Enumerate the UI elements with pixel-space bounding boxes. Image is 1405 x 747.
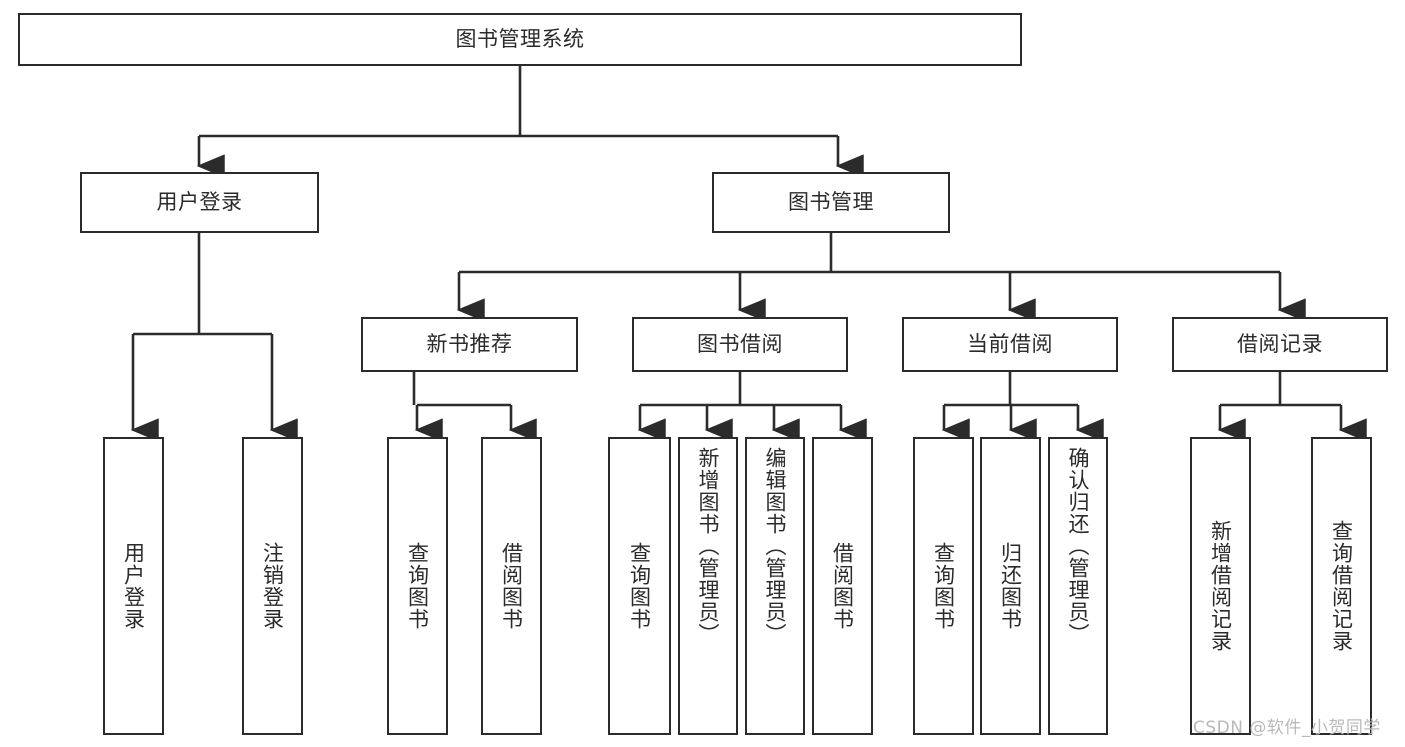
node-book-management-label: 图书管理 (788, 189, 874, 214)
leaf-current-confirm-return[interactable]: 确认归还（管理员） (1048, 437, 1108, 735)
node-borrow-record[interactable]: 借阅记录 (1172, 317, 1388, 372)
leaf-user-login-login-label: 用户登录 (121, 542, 146, 630)
csdn-watermark: CSDN @软件_小贺同学 (1193, 718, 1381, 738)
node-root[interactable]: 图书管理系统 (18, 13, 1022, 66)
node-user-login-label: 用户登录 (156, 189, 243, 214)
leaf-record-query-record[interactable]: 查询借阅记录 (1311, 437, 1372, 735)
leaf-record-add-record-label: 新增借阅记录 (1208, 520, 1233, 652)
leaf-current-query-book[interactable]: 查询图书 (913, 437, 974, 735)
node-root-label: 图书管理系统 (455, 26, 585, 51)
node-new-book-recommend[interactable]: 新书推荐 (361, 317, 578, 372)
leaf-user-login-logout[interactable]: 注销登录 (242, 437, 303, 735)
leaf-current-confirm-return-label: 确认归还（管理员） (1066, 447, 1091, 645)
leaf-new-book-borrow-label: 借阅图书 (499, 542, 524, 630)
node-book-borrow[interactable]: 图书借阅 (632, 317, 848, 372)
leaf-borrow-borrow-book[interactable]: 借阅图书 (812, 437, 873, 735)
node-user-login[interactable]: 用户登录 (80, 172, 319, 233)
leaf-borrow-add-book[interactable]: 新增图书（管理员） (678, 437, 738, 735)
leaf-record-add-record[interactable]: 新增借阅记录 (1190, 437, 1251, 735)
node-current-borrow[interactable]: 当前借阅 (902, 317, 1118, 372)
leaf-borrow-borrow-book-label: 借阅图书 (830, 542, 855, 630)
leaf-new-book-query[interactable]: 查询图书 (387, 437, 448, 735)
node-new-book-recommend-label: 新书推荐 (426, 331, 513, 356)
leaf-user-login-logout-label: 注销登录 (260, 542, 285, 630)
leaf-borrow-query-book-label: 查询图书 (627, 542, 652, 630)
leaf-current-return-book[interactable]: 归还图书 (980, 437, 1041, 735)
leaf-borrow-add-book-label: 新增图书（管理员） (696, 447, 721, 645)
node-book-management[interactable]: 图书管理 (712, 172, 950, 233)
node-book-borrow-label: 图书借阅 (697, 331, 783, 356)
leaf-borrow-edit-book-label: 编辑图书（管理员） (763, 447, 788, 645)
leaf-current-return-book-label: 归还图书 (998, 542, 1023, 630)
node-borrow-record-label: 借阅记录 (1237, 331, 1323, 356)
leaf-user-login-login[interactable]: 用户登录 (103, 437, 164, 735)
leaf-new-book-query-label: 查询图书 (405, 542, 430, 630)
leaf-borrow-query-book[interactable]: 查询图书 (608, 437, 671, 735)
leaf-borrow-edit-book[interactable]: 编辑图书（管理员） (745, 437, 805, 735)
leaf-new-book-borrow[interactable]: 借阅图书 (481, 437, 542, 735)
leaf-current-query-book-label: 查询图书 (931, 542, 956, 630)
node-current-borrow-label: 当前借阅 (967, 331, 1053, 356)
leaf-record-query-record-label: 查询借阅记录 (1329, 520, 1354, 652)
